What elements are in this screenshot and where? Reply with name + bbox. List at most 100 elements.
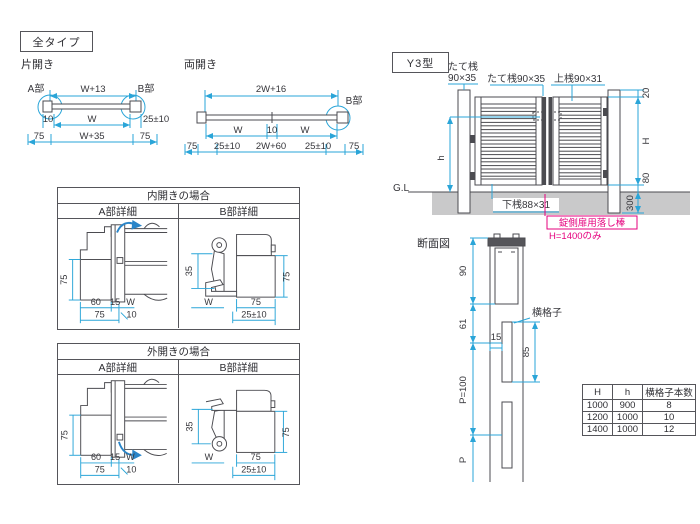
dim-75-b: 75 [95, 464, 105, 474]
dim-h: h [436, 155, 447, 160]
dim-w: W [126, 297, 135, 307]
spec-cell: 1000 [612, 423, 643, 436]
dim-75-v: 75 [281, 272, 291, 282]
inward-case-panel: 内開きの場合 A部詳細 B部詳細 [57, 187, 300, 330]
dim-lines [68, 259, 135, 324]
dim-20: 20 [641, 88, 652, 99]
spec-header-count: 横格子本数 [642, 384, 696, 400]
spec-header-H: H [582, 384, 613, 400]
dim-lines [191, 408, 287, 481]
dim-35-v: 35 [184, 266, 194, 276]
dim-75-right: 75 [140, 131, 151, 142]
dim-2w60: 2W+60 [256, 141, 286, 152]
dim-10: 10 [43, 114, 54, 125]
spec-cell: 1200 [582, 411, 613, 424]
inward-b-detail-diagram: 35 75 W 75 25±10 [184, 233, 291, 326]
dim-61: 61 [458, 319, 469, 330]
dim-75-left: 75 [34, 131, 45, 142]
gl-label: G.L [393, 183, 410, 194]
single-swing-dim-lines [27, 90, 158, 145]
double-swing-title: 両開き [184, 59, 217, 71]
outward-a-detail-cell: 75 60 15 W 75 10 [58, 375, 179, 483]
b-part-label: B部 [138, 82, 155, 95]
drop-bar-note-box [546, 215, 638, 230]
tate-left-label-1: たて桟 [448, 60, 478, 73]
elevation-handle [532, 111, 562, 121]
dim-35-v: 35 [184, 422, 194, 432]
dim-10: 10 [267, 125, 278, 136]
shimosan-label-bg [493, 198, 559, 211]
dim-75-b: 75 [95, 309, 105, 319]
linework [80, 378, 167, 458]
inward-col-b-header: B部詳細 [219, 205, 258, 218]
double-swing-diagram: 2W+16 B部 W 10 W 75 25±10 2W+60 25±10 75 [184, 84, 364, 155]
dim-300: 300 [625, 195, 636, 211]
dim-25: 25±10 [143, 114, 169, 125]
dim-10: 10 [126, 464, 136, 474]
dim-w: W [204, 297, 213, 307]
inward-a-detail-cell: 75 60 15 W 75 10 [58, 219, 179, 328]
dim-75-left: 75 [187, 141, 198, 152]
spec-cell: 1000 [612, 411, 643, 424]
dim-w-right: W [301, 125, 310, 136]
dim-25: 25±10 [241, 464, 266, 474]
tate-center-label: たて桟90×35 [487, 72, 546, 85]
dim-w35: W+35 [79, 131, 104, 142]
dim-75-v: 75 [59, 275, 69, 285]
elevation-gate-linework [457, 89, 621, 214]
outward-col-a-header: A部詳細 [58, 360, 179, 374]
gate-elevation-diagram: たて桟 90×35 たて桟90×35 上桟90×31 20 H 80 300 h… [393, 60, 690, 242]
single-swing-diagram: A部 W+13 B部 10 W 25±10 75 W+35 75 [27, 82, 169, 145]
section-view-title: 断面図 [417, 238, 450, 250]
spec-cell: 900 [612, 399, 643, 412]
spec-cell: 12 [642, 423, 696, 436]
dim-15: 15 [491, 332, 502, 343]
double-swing-gate-linework [196, 111, 349, 124]
table-row: 1000 900 8 [582, 399, 696, 412]
dim-w-left: W [234, 125, 243, 136]
spec-header-h: h [612, 384, 643, 400]
inward-col-a-header: A部詳細 [58, 204, 179, 218]
dim-p: P [458, 457, 469, 463]
double-swing-dim-lines [184, 90, 364, 155]
elevation-center-stiles [470, 97, 608, 185]
single-swing-title: 片開き [21, 59, 54, 71]
shimosan-label: 下桟88×31 [502, 198, 551, 211]
dim-w: W [88, 114, 97, 125]
elevation-dim-lines [447, 83, 644, 214]
kamisan-label: 上桟90×31 [554, 72, 603, 85]
dim-75-v: 75 [59, 430, 69, 440]
a-part-label: A部 [28, 82, 45, 95]
dim-60: 60 [91, 297, 101, 307]
dim-p100: P=100 [458, 376, 469, 404]
section-dim-lines [470, 237, 540, 482]
dim-w: W [204, 452, 213, 462]
model-box: Y3型 [392, 52, 449, 73]
yokogoshi-label: 横格子 [532, 306, 562, 319]
dim-85: 85 [521, 347, 532, 358]
table-row: 1400 1000 12 [582, 423, 696, 436]
all-type-box: 全タイプ [20, 31, 93, 52]
drop-bar-note-line1: 錠側扉用落し棒 [559, 217, 626, 229]
open-direction-arrow [116, 219, 143, 233]
dim-15: 15 [110, 297, 120, 307]
dim-10: 10 [126, 309, 136, 319]
inward-b-detail-cell: 35 75 W 75 25±10 [179, 219, 300, 328]
dim-90: 90 [458, 266, 469, 277]
dim-75-right: 75 [349, 141, 360, 152]
drop-bar-note-line2: H=1400のみ [549, 231, 602, 242]
dim-75-v: 75 [281, 427, 291, 437]
dim-lines [190, 253, 288, 326]
dim-w: W [126, 452, 135, 462]
single-swing-gate-linework [42, 100, 142, 113]
table-row: 1200 1000 10 [582, 411, 696, 424]
dim-75-b: 75 [250, 297, 260, 307]
outward-b-detail-cell: 35 75 W 75 25±10 [179, 375, 300, 483]
linework [204, 233, 276, 298]
dim-80: 80 [641, 173, 652, 184]
dim-25: 25±10 [241, 309, 266, 319]
outward-col-b-header: B部詳細 [219, 361, 258, 374]
inward-case-title: 内開きの場合 [58, 188, 299, 204]
dim-25-left: 25±10 [214, 141, 240, 152]
